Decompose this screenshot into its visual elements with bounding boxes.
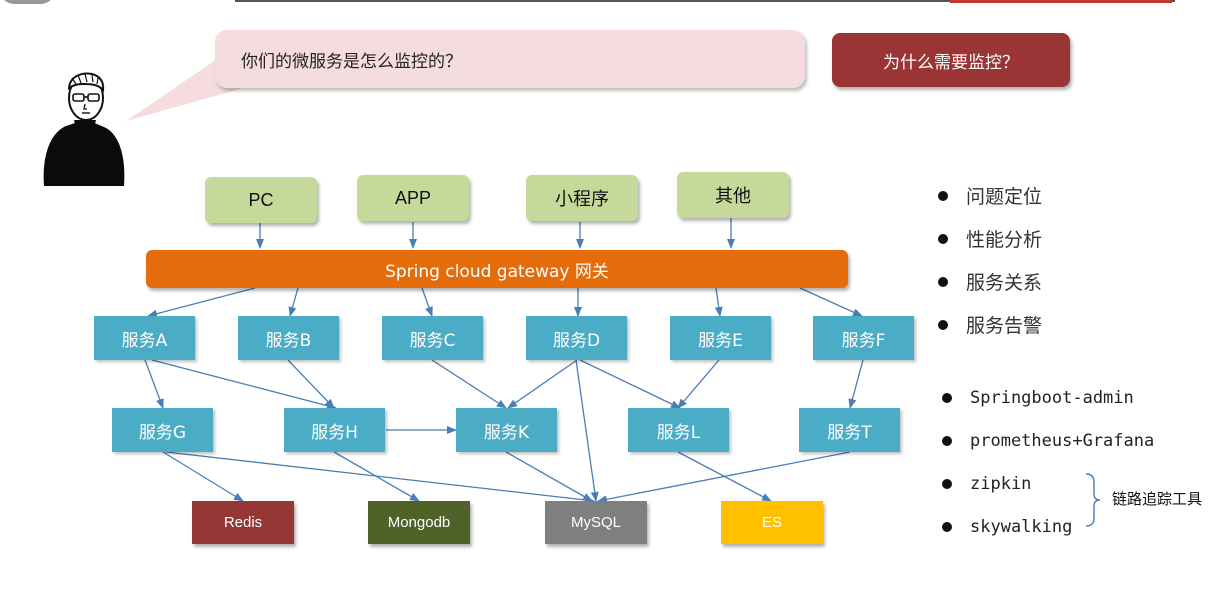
store-es: ES (721, 501, 823, 544)
goal-label: 性能分析 (966, 229, 1043, 251)
tool-item: prometheus+Grafana (940, 419, 1154, 462)
service-g-label: 服务G (138, 422, 187, 443)
service-g: 服务G (112, 408, 213, 452)
tool-label: zipkin (970, 473, 1032, 494)
tool-label: prometheus+Grafana (970, 430, 1155, 451)
goal-label: 服务告警 (966, 315, 1043, 337)
store-redis-label: Redis (223, 514, 263, 531)
tool-item: skywalking (940, 505, 1154, 548)
service-b-label: 服务B (265, 330, 312, 351)
why-monitor-button[interactable]: 为什么需要监控？ (832, 33, 1070, 87)
store-es-label: ES (761, 514, 782, 531)
speech-bubble-text: 你们的微服务是怎么监控的？ (241, 51, 462, 72)
bullet-dot-icon (942, 392, 952, 403)
service-t: 服务T (799, 408, 900, 452)
bullet-dot-icon (938, 233, 948, 244)
speech-bubble-tail (126, 57, 240, 121)
service-a: 服务A (94, 316, 195, 360)
brace-icon (1085, 473, 1101, 527)
store-mongodb-label: Mongodb (387, 514, 451, 531)
service-b: 服务B (238, 316, 339, 360)
service-a-label: 服务A (121, 330, 168, 351)
service-l: 服务L (628, 408, 729, 452)
service-k-label: 服务K (483, 422, 530, 443)
bullet-dot-icon (942, 435, 952, 446)
client-mini-program-label: 小程序 (555, 189, 609, 209)
service-e: 服务E (670, 316, 771, 360)
service-c-label: 服务C (409, 330, 456, 351)
service-f: 服务F (813, 316, 914, 360)
service-h-label: 服务H (311, 422, 358, 443)
tool-label: Springboot-admin (970, 387, 1134, 408)
service-k: 服务K (456, 408, 557, 452)
service-t-label: 服务T (827, 422, 872, 443)
bullet-dot-icon (942, 478, 952, 489)
service-c: 服务C (382, 316, 483, 360)
service-l-label: 服务L (656, 422, 701, 443)
store-mongodb: Mongodb (368, 501, 470, 544)
client-pc-label: PC (248, 189, 274, 210)
service-d-label: 服务D (552, 330, 601, 351)
goal-item: 服务关系 (936, 260, 1042, 303)
store-mysql: MySQL (545, 501, 647, 544)
top-accent-bar (950, 0, 1172, 3)
person-icon (43, 72, 125, 186)
client-other-label: 其他 (715, 186, 751, 206)
tool-item: Springboot-admin (940, 376, 1154, 419)
corner-decoration (0, 0, 55, 4)
service-e-label: 服务E (698, 330, 743, 351)
client-pc: PC (205, 177, 317, 223)
goal-label: 问题定位 (966, 186, 1043, 208)
gateway-bar: Spring cloud gateway 网关 (146, 250, 848, 288)
store-redis: Redis (192, 501, 294, 544)
tracing-tools-label: 链路追踪工具 (1112, 490, 1203, 508)
goal-label: 服务关系 (966, 272, 1043, 294)
top-divider (235, 0, 1175, 2)
why-monitor-label: 为什么需要监控？ (883, 52, 1019, 73)
client-app: APP (357, 175, 469, 221)
client-app-label: APP (394, 187, 432, 208)
bullet-dot-icon (938, 276, 948, 287)
service-f-label: 服务F (841, 330, 886, 351)
client-mini-program: 小程序 (526, 175, 638, 221)
speech-bubble: 你们的微服务是怎么监控的？ (215, 30, 805, 88)
tool-item: zipkin (940, 462, 1154, 505)
bullet-dot-icon (938, 319, 948, 330)
client-other: 其他 (677, 172, 789, 218)
store-mysql-label: MySQL (570, 514, 621, 531)
goal-item: 性能分析 (936, 217, 1042, 260)
goal-item: 问题定位 (936, 174, 1042, 217)
tool-label: skywalking (970, 516, 1073, 537)
monitoring-tools-list: Springboot-admin prometheus+Grafana zipk… (940, 376, 1154, 548)
bullet-dot-icon (942, 521, 952, 532)
bullet-dot-icon (938, 190, 948, 201)
monitoring-goals-list: 问题定位 性能分析 服务关系 服务告警 (936, 174, 1042, 346)
gateway-label: Spring cloud gateway 网关 (385, 261, 609, 282)
service-d: 服务D (526, 316, 627, 360)
goal-item: 服务告警 (936, 303, 1042, 346)
service-h: 服务H (284, 408, 385, 452)
